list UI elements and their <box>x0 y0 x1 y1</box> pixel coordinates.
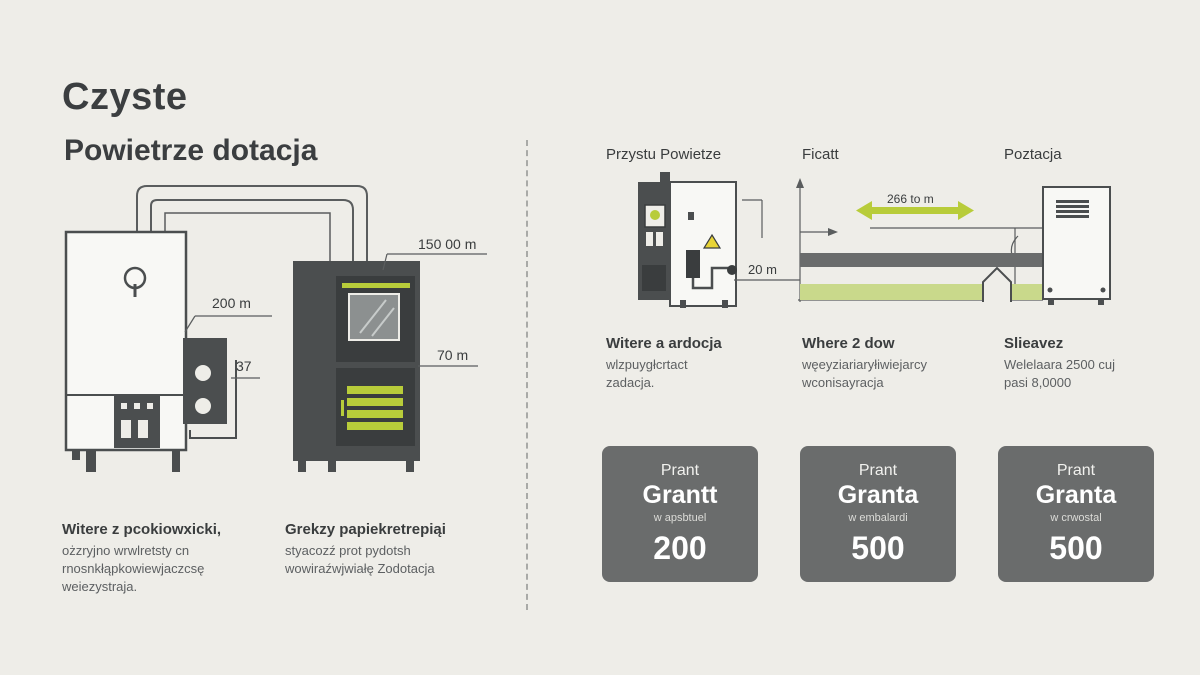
stove-window <box>348 293 400 341</box>
grant-card: Prant Granta w crwostal 500 <box>998 446 1154 582</box>
grant-card: Prant Grantt w apsbtuel 200 <box>602 446 758 582</box>
left-note-1-line: ożzryjno wrwlretsty cn <box>62 543 190 558</box>
left-note-2-heading: Grekzy papiekretrepiąi <box>285 521 446 538</box>
left-note-2-line: styacozź prot pydotsh <box>285 543 411 558</box>
stove-length-label: 70 m <box>437 347 468 363</box>
side-length-label: 200 m <box>212 295 251 311</box>
grant-card-value: 500 <box>851 530 905 566</box>
right-note-1-line: wlzpuygłcrtact <box>606 357 688 372</box>
header-heat-pump: Poztacja <box>1004 146 1062 163</box>
left-note-1-heading: Witere z pcokiowxicki, <box>62 521 222 538</box>
right-note-3: Slieavez Welelaara 2500 cuj pasi 8,0000 <box>1004 335 1184 392</box>
right-note-1: Witere a ardocja wlzpuygłcrtact zadacja. <box>606 335 786 392</box>
valve-icon <box>193 363 213 383</box>
box-number-label: 37 <box>236 358 252 374</box>
section-divider <box>526 140 528 610</box>
ground-band-dark <box>800 253 1043 267</box>
grant-card-subtitle: w apsbtuel <box>653 512 707 524</box>
height-label: 20 m <box>748 262 777 277</box>
grant-card-value: 500 <box>1049 530 1103 566</box>
left-note-1-line: rnosnkłąpkowiewjaczcsę <box>62 561 205 576</box>
grant-card-title: Granta <box>1035 481 1117 509</box>
leader-lines <box>184 253 487 379</box>
right-note-1-heading: Witere a ardocja <box>606 335 722 352</box>
distance-label: 266 to m <box>887 192 934 206</box>
grant-card-title: Granta <box>837 481 919 509</box>
house-icon <box>982 266 1012 302</box>
title-line-2: Powietrze dotacja <box>64 134 318 167</box>
header-middle: Ficatt <box>802 146 839 163</box>
pipe-system <box>136 185 368 262</box>
header-boiler: Przystu Powietze <box>606 146 722 163</box>
distance-arrow <box>856 201 974 220</box>
right-note-3-heading: Slieavez <box>1004 335 1064 352</box>
grant-card-value: 200 <box>653 530 707 566</box>
grant-card-title: Grantt <box>642 481 718 509</box>
grant-card-subtitle: w crwostal <box>1050 512 1102 524</box>
left-note-2: Grekzy papiekretrepiąi styacozź prot pyd… <box>285 521 515 578</box>
valve-icon <box>193 396 213 416</box>
grant-card-label: Prant <box>858 462 898 479</box>
stove-illustration <box>293 261 420 472</box>
right-note-2-line: wconisayracja <box>802 375 884 390</box>
heat-pump-illustration <box>1042 186 1111 305</box>
small-boiler-illustration <box>638 172 737 308</box>
right-note-2-line: węeyziariaryłiwiejarcy <box>802 357 927 372</box>
left-note-1-line: weiezystraja. <box>62 579 138 594</box>
right-note-1-line: zadacja. <box>606 375 655 390</box>
grant-card-label: Prant <box>1056 462 1096 479</box>
right-note-3-line: pasi 8,0000 <box>1004 375 1072 390</box>
right-note-2: Where 2 dow węeyziariaryłiwiejarcy wconi… <box>802 335 992 392</box>
right-note-2-heading: Where 2 dow <box>802 335 895 352</box>
left-note-1: Witere z pcokiowxicki, ożzryjno wrwlrets… <box>62 521 292 596</box>
right-note-3-line: Welelaara 2500 cuj <box>1004 357 1116 372</box>
grant-card-label: Prant <box>660 462 700 479</box>
title-line-1: Czyste <box>62 76 188 118</box>
warning-icon <box>702 233 722 249</box>
grant-card: Prant Granta w embalardi 500 <box>800 446 956 582</box>
left-note-2-line: wowiraźwjwiałę Zodotacja <box>285 561 435 576</box>
boiler-illustration <box>64 230 237 472</box>
pipe-length-label: 150 00 m <box>418 236 476 252</box>
grant-card-subtitle: w embalardi <box>848 512 908 524</box>
